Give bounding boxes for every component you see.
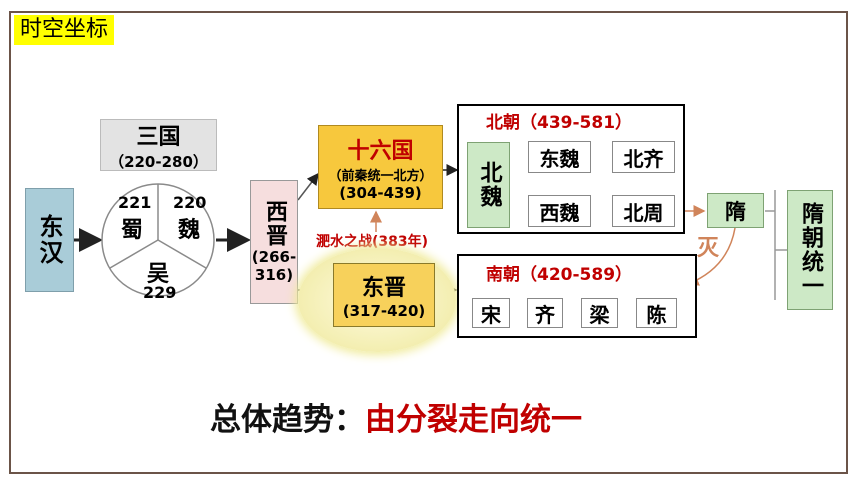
beiqi-box: 北齐 — [612, 141, 675, 173]
dongjin-box: 东晋 (317-420) — [333, 263, 435, 327]
shiliuguo-title: 十六国 — [347, 138, 414, 164]
beizhou-label: 北周 — [623, 200, 664, 225]
sanguo-title: 三国 — [136, 124, 181, 150]
donghan-label: 东汉 — [35, 214, 63, 266]
qi-label: 齐 — [535, 302, 555, 327]
diagram-frame — [9, 11, 848, 474]
dongjin-label: 东晋 — [361, 276, 406, 301]
suichao-tongyi-label: 隋朝统一 — [798, 202, 823, 298]
feishui-label: 淝水之战(383年) — [316, 234, 429, 250]
xijin-years: (266-316) — [251, 248, 297, 284]
nanchao-title: 南朝（420-589） — [486, 265, 633, 285]
shiliuguo-years: (304-439) — [339, 183, 422, 202]
sui-label: 隋 — [725, 199, 746, 224]
song-box: 宋 — [472, 298, 510, 328]
wei-label: 魏 — [178, 218, 201, 243]
trend-main: 由分裂走向统一 — [365, 402, 582, 438]
donghan-box: 东汉 — [25, 188, 74, 292]
wu-year: 229 — [143, 283, 177, 302]
beiwei-box: 北魏 — [467, 142, 510, 228]
beizhou-box: 北周 — [612, 195, 675, 227]
shu-label: 蜀 — [121, 218, 144, 243]
sui-box: 隋 — [707, 193, 764, 228]
dongjin-years: (317-420) — [342, 302, 426, 320]
section-tag: 时空坐标 — [14, 15, 115, 45]
shu-year: 221 — [118, 193, 152, 212]
liang-box: 梁 — [581, 298, 618, 328]
chen-box: 陈 — [636, 298, 677, 328]
beichao-title: 北朝（439-581） — [486, 113, 633, 133]
suichao-tongyi-box: 隋朝统一 — [787, 190, 833, 310]
shiliuguo-sub: （前秦统一北方） — [328, 168, 433, 184]
xiwei-box: 西魏 — [528, 195, 591, 227]
shiliuguo-box: 十六国 （前秦统一北方） (304-439) — [318, 125, 443, 209]
sanguo-years: （220-280） — [109, 152, 208, 171]
liang-label: 梁 — [589, 302, 610, 327]
trend-prefix: 总体趋势： — [210, 402, 365, 438]
xijin-box: 西晋 (266-316) — [250, 180, 298, 304]
wei-year: 220 — [173, 193, 207, 212]
beiqi-label: 北齐 — [623, 146, 664, 171]
chen-label: 陈 — [646, 302, 667, 327]
xiwei-label: 西魏 — [539, 200, 580, 225]
sanguo-header: 三国 （220-280） — [100, 119, 217, 171]
dongwei-box: 东魏 — [528, 141, 591, 173]
beiwei-label: 北魏 — [476, 161, 502, 209]
xijin-label: 西晋 — [262, 200, 287, 248]
dongwei-label: 东魏 — [539, 146, 580, 171]
song-label: 宋 — [481, 302, 501, 327]
mie-label: 灭 — [697, 236, 720, 261]
qi-box: 齐 — [527, 298, 563, 328]
wu-label: 吴 — [147, 262, 170, 287]
trend-text: 总体趋势：由分裂走向统一 — [210, 394, 582, 439]
